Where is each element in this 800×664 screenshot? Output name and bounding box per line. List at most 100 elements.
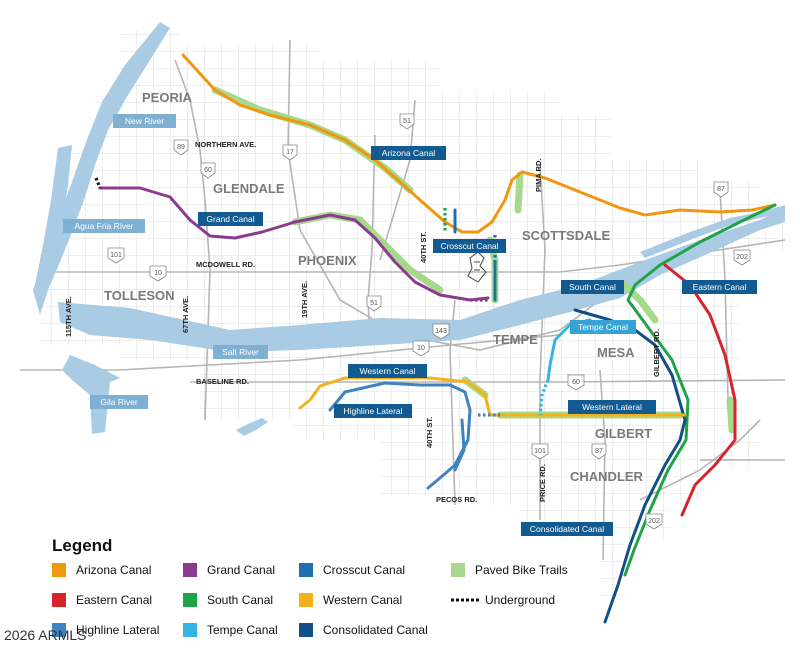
legend-item-paved-bike-trails: Paved Bike Trails: [451, 563, 568, 577]
svg-text:60: 60: [204, 167, 212, 174]
tag-arizona-canal: Arizona Canal: [371, 146, 446, 160]
legend-item-western-canal: Western Canal: [299, 593, 402, 607]
city-scottsdale: SCOTTSDALE: [522, 228, 610, 243]
road-67th-ave: 67TH AVE.: [181, 296, 190, 333]
shield-89: 89: [173, 139, 189, 156]
legend-label: Western Canal: [323, 593, 402, 607]
legend-label: Tempe Canal: [207, 623, 278, 637]
city-chandler: CHANDLER: [570, 469, 644, 484]
road-northern-ave: NORTHERN AVE.: [195, 140, 256, 149]
legend-label: Paved Bike Trails: [475, 563, 568, 577]
legend-swatch: [299, 563, 313, 577]
legend-label: Grand Canal: [207, 563, 275, 577]
shield-143: 143: [432, 323, 450, 340]
svg-text:Arizona Canal: Arizona Canal: [382, 148, 436, 158]
legend-label: Eastern Canal: [76, 593, 152, 607]
tag-eastern-canal: Eastern Canal: [682, 280, 757, 294]
canal-tags: Arizona Canal Grand Canal Crosscut Canal…: [198, 146, 757, 536]
legend-label: South Canal: [207, 593, 273, 607]
svg-text:202: 202: [648, 518, 660, 525]
road-price-rd: PRICE RD.: [538, 464, 547, 502]
tag-tempe-canal: Tempe Canal: [570, 320, 636, 334]
legend-dot: [461, 598, 464, 602]
legend-item-grand-canal: Grand Canal: [183, 563, 275, 577]
city-tempe: TEMPE: [493, 332, 538, 347]
water-tags: New River Agua Fria River Salt River Gil…: [63, 114, 636, 409]
tag-western-lateral: Western Lateral: [568, 400, 656, 414]
road-19th-ave: 19TH AVE.: [300, 281, 309, 318]
legend-label: Consolidated Canal: [323, 623, 428, 637]
legend-label: Underground: [485, 593, 555, 607]
shield-10-west: 10: [149, 265, 167, 282]
tag-salt-river: Salt River: [213, 345, 268, 359]
legend-swatch: [451, 563, 465, 577]
legend-item-highline-lateral: Highline Lateral: [52, 623, 159, 637]
shield-202-south: 202: [645, 513, 663, 530]
legend-title: Legend: [52, 536, 112, 555]
legend-swatch: [183, 563, 197, 577]
svg-text:51: 51: [370, 300, 378, 307]
svg-text:87: 87: [717, 186, 725, 193]
shield-202-north: 202: [733, 249, 751, 266]
highline-lateral-2: [453, 418, 466, 472]
svg-text:Consolidated Canal: Consolidated Canal: [530, 524, 604, 534]
svg-text:101: 101: [110, 252, 122, 259]
svg-text:Grand Canal: Grand Canal: [206, 214, 254, 224]
svg-text:Highline Lateral: Highline Lateral: [343, 406, 402, 416]
legend-swatch: [52, 623, 66, 637]
legend-swatch: [299, 623, 313, 637]
legend-item-eastern-canal: Eastern Canal: [52, 593, 152, 607]
legend-swatch: [52, 593, 66, 607]
shield-87-north: 87: [713, 181, 729, 198]
legend-label: Arizona Canal: [76, 563, 151, 577]
underground-segments: [94, 177, 550, 417]
western-canal: [298, 376, 687, 417]
canal-lines: [98, 53, 777, 624]
legend-dot: [466, 598, 469, 602]
svg-text:143: 143: [435, 328, 447, 335]
eastern-canal: [663, 263, 737, 517]
new-river-water: [33, 22, 170, 315]
tag-new-river: New River: [113, 114, 176, 128]
city-glendale: GLENDALE: [213, 181, 285, 196]
road-pecos-rd: PECOS RD.: [436, 495, 477, 504]
svg-text:202: 202: [736, 254, 748, 261]
legend-dot: [456, 598, 459, 602]
city-gilbert: GILBERT: [595, 426, 652, 441]
svg-text:Gila River: Gila River: [100, 397, 137, 407]
tag-gila-river: Gila River: [90, 395, 148, 409]
legend-swatch: [183, 593, 197, 607]
shield-51-north: 51: [399, 113, 415, 130]
gila-river-water: [62, 355, 120, 434]
svg-text:101: 101: [534, 448, 546, 455]
svg-text:Eastern Canal: Eastern Canal: [693, 282, 747, 292]
shield-10-central: 10: [412, 340, 430, 357]
legend-item-underground: Underground: [451, 593, 555, 607]
svg-text:South Canal: South Canal: [569, 282, 616, 292]
legend-item-consolidated-canal: Consolidated Canal: [299, 623, 428, 637]
svg-text:10: 10: [154, 270, 162, 277]
road-labels: NORTHERN AVE. MCDOWELL RD. BASELINE RD. …: [64, 140, 661, 504]
shield-51-south: 51: [366, 295, 382, 312]
legend-swatch: [52, 563, 66, 577]
shield-101-west: 101: [107, 247, 125, 264]
legend-item-arizona-canal: Arizona Canal: [52, 563, 151, 577]
legend-item-tempe-canal: Tempe Canal: [183, 623, 278, 637]
major-roads: [20, 39, 786, 561]
svg-text:10: 10: [417, 345, 425, 352]
shield-60-west: 60: [200, 162, 216, 179]
svg-text:Western Lateral: Western Lateral: [582, 402, 642, 412]
legend-item-south-canal: South Canal: [183, 593, 273, 607]
svg-text:Tempe Canal: Tempe Canal: [578, 322, 628, 332]
road-40th-st-north: 40TH ST.: [419, 232, 428, 263]
highway-shields: 51 89 60 17 87 202 101 10 51 143 10 60 1…: [107, 113, 751, 530]
tag-south-canal: South Canal: [561, 280, 624, 294]
shield-101-south: 101: [531, 443, 549, 460]
road-115th-ave: 115TH AVE.: [64, 296, 73, 337]
svg-text:17: 17: [286, 149, 294, 156]
svg-text:87: 87: [595, 448, 603, 455]
city-tolleson: TOLLESON: [104, 288, 175, 303]
shield-60-east: 60: [567, 374, 585, 391]
